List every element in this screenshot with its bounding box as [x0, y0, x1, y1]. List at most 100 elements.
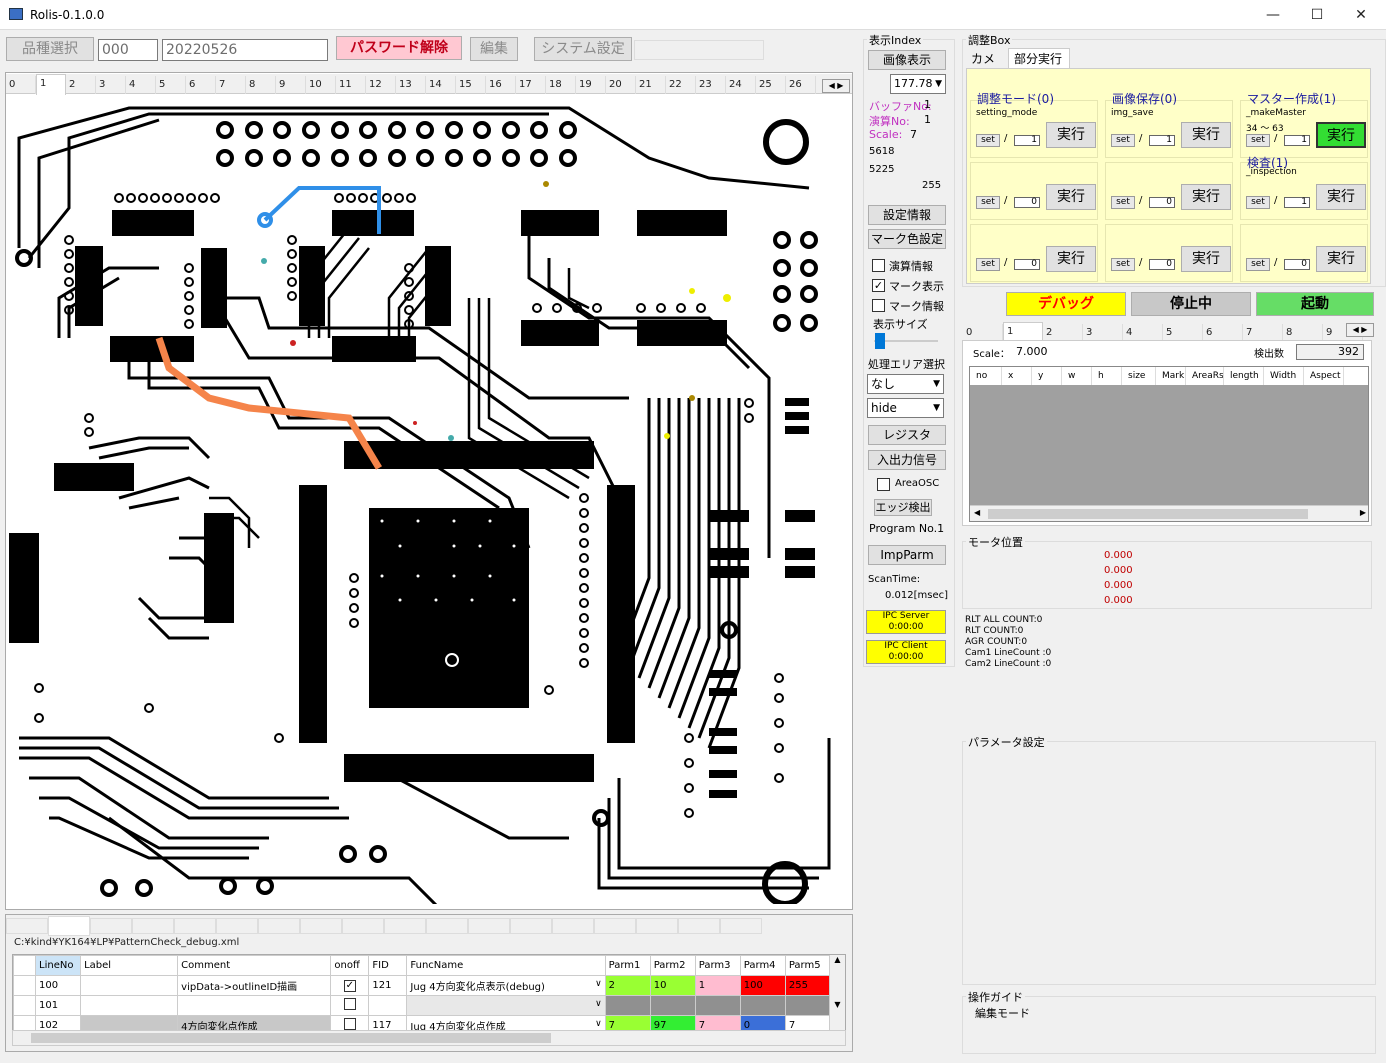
cell-p2[interactable] — [649, 995, 696, 1016]
set-button[interactable]: set — [1111, 134, 1135, 147]
cell-comment[interactable]: vipData->outlineID描画 — [177, 975, 332, 996]
password-release-button[interactable]: パスワード解除 — [336, 36, 462, 60]
bottom-tab[interactable] — [90, 918, 132, 934]
bottom-tab[interactable] — [384, 918, 426, 934]
run-button[interactable]: 実行 — [1181, 246, 1231, 272]
cell-p4[interactable]: 100 — [739, 975, 786, 996]
grid-hscroll-thumb[interactable] — [31, 1033, 551, 1043]
bottom-tab[interactable] — [48, 916, 90, 936]
image-tab-3[interactable]: 3 — [96, 76, 126, 94]
grid-hscroll[interactable] — [12, 1030, 846, 1046]
result-tab-7[interactable]: 7 — [1243, 324, 1283, 342]
run-button[interactable]: 実行 — [1316, 184, 1366, 210]
image-tab-4[interactable]: 4 — [126, 76, 156, 94]
cell-onoff[interactable] — [330, 995, 370, 1016]
maximize-button[interactable]: ☐ — [1310, 7, 1324, 23]
image-tab-19[interactable]: 19 — [576, 76, 606, 94]
bottom-tab[interactable] — [6, 918, 48, 934]
count-field[interactable]: 0 — [1014, 197, 1040, 208]
column-header-fid[interactable]: FID — [368, 955, 408, 976]
run-button[interactable]: 実行 — [1316, 122, 1366, 148]
run-button[interactable]: 実行 — [1046, 122, 1096, 148]
chevron-down-icon[interactable]: ∨ — [595, 1019, 602, 1029]
chevron-down-icon[interactable]: ∨ — [595, 999, 602, 1009]
result-col-h[interactable]: h — [1092, 367, 1122, 385]
bottom-tab[interactable] — [216, 918, 258, 934]
image-tab-22[interactable]: 22 — [666, 76, 696, 94]
minimize-button[interactable]: — — [1266, 7, 1280, 23]
cell-label[interactable] — [80, 995, 179, 1016]
run-button[interactable]: 実行 — [1046, 246, 1096, 272]
bottom-tab[interactable] — [510, 918, 552, 934]
result-tab-6[interactable]: 6 — [1203, 324, 1243, 342]
bottom-tab[interactable] — [342, 918, 384, 934]
column-header-parm1[interactable]: Parm1 — [604, 955, 651, 976]
image-tab-14[interactable]: 14 — [426, 76, 456, 94]
chevron-down-icon[interactable]: ∨ — [595, 979, 602, 989]
hide-select[interactable]: hide▼ — [867, 398, 944, 418]
cell-p1[interactable]: 2 — [604, 975, 651, 996]
cell-p4[interactable] — [739, 995, 786, 1016]
result-tab-scroll-arrows[interactable]: ◀ ▶ — [1346, 323, 1374, 337]
count-field[interactable]: 1 — [1149, 135, 1175, 146]
cell-fid[interactable]: 121 — [368, 975, 408, 996]
calc-info-checkbox[interactable] — [872, 259, 885, 272]
debug-button[interactable]: デバッグ — [1006, 292, 1126, 316]
mark-info-checkbox[interactable] — [872, 299, 885, 312]
image-tab-12[interactable]: 12 — [366, 76, 396, 94]
cell-lineno[interactable]: 101 — [35, 995, 82, 1016]
bottom-tab[interactable] — [636, 918, 678, 934]
pcb-image[interactable] — [9, 98, 849, 904]
column-header-comment[interactable]: Comment — [177, 955, 332, 976]
bottom-tab[interactable] — [132, 918, 174, 934]
count-field[interactable]: 0 — [1284, 259, 1310, 270]
count-field[interactable]: 1 — [1284, 197, 1310, 208]
cell-label[interactable] — [80, 975, 179, 996]
bottom-tab[interactable] — [258, 918, 300, 934]
cell-p1[interactable] — [604, 995, 651, 1016]
run-button[interactable]: 実行 — [1181, 122, 1231, 148]
column-header-label[interactable]: Label — [80, 955, 179, 976]
run-button[interactable]: 実行 — [1046, 184, 1096, 210]
table-row[interactable]: 101 ∨ — [13, 995, 832, 1016]
image-tab-0[interactable]: 0 — [6, 76, 36, 94]
date-field[interactable]: 20220526 — [162, 39, 328, 61]
scroll-right-icon[interactable]: ▶ — [1359, 508, 1366, 517]
count-field[interactable]: 1 — [1284, 135, 1310, 146]
set-button[interactable]: set — [976, 134, 1000, 147]
set-button[interactable]: set — [1246, 134, 1270, 147]
set-button[interactable]: set — [1111, 258, 1135, 271]
zoom-select[interactable]: 177.78▼ — [890, 74, 946, 94]
result-col-width[interactable]: Width — [1264, 367, 1304, 385]
result-col-y[interactable]: y — [1032, 367, 1062, 385]
image-tab-18[interactable]: 18 — [546, 76, 576, 94]
result-col-mark[interactable]: Mark — [1156, 367, 1186, 385]
image-tab-5[interactable]: 5 — [156, 76, 186, 94]
row-header[interactable] — [13, 975, 37, 996]
result-tab-2[interactable]: 2 — [1043, 324, 1083, 342]
column-header-parm4[interactable]: Parm4 — [739, 955, 786, 976]
set-button[interactable]: set — [1246, 196, 1270, 209]
bottom-tab[interactable] — [468, 918, 510, 934]
image-tab-21[interactable]: 21 — [636, 76, 666, 94]
imp-parm-button[interactable]: ImpParm — [868, 545, 946, 565]
result-tab-1[interactable]: 1 — [1003, 322, 1043, 343]
mark-color-button[interactable]: マーク色設定 — [868, 229, 946, 249]
row-header[interactable] — [13, 995, 37, 1016]
grid-vscroll[interactable]: ▲▼ — [829, 955, 845, 1045]
result-col-arears[interactable]: AreaRs — [1186, 367, 1224, 385]
column-header-parm3[interactable]: Parm3 — [694, 955, 741, 976]
onoff-checkbox[interactable]: ✓ — [343, 979, 356, 992]
product-code-field[interactable]: 000 — [98, 39, 158, 61]
image-tab-26[interactable]: 26 — [786, 76, 816, 94]
cell-lineno[interactable]: 100 — [35, 975, 82, 996]
result-col-no[interactable]: no — [970, 367, 1002, 385]
tab-scroll-arrows[interactable]: ◀ ▶ — [822, 79, 850, 93]
register-button[interactable]: レジスタ — [868, 425, 946, 445]
edge-detect-button[interactable]: エッジ検出 — [874, 499, 932, 516]
count-field[interactable]: 0 — [1149, 259, 1175, 270]
result-tab-3[interactable]: 3 — [1083, 324, 1123, 342]
image-tab-11[interactable]: 11 — [336, 76, 366, 94]
